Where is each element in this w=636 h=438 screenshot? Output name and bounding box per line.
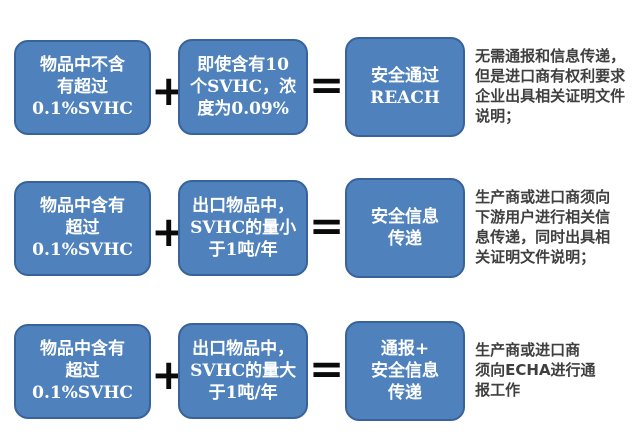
plus-operator: + bbox=[151, 350, 187, 399]
flow-row-svhc-over-1t: 物品中含有 超过 0.1%SVHC + 出口物品中， SVHC的量大 于1吨/年… bbox=[0, 320, 636, 422]
result-box: 安全信息 传递 bbox=[344, 178, 466, 278]
flow-row-svhc-under-1t: 物品中含有 超过 0.1%SVHC + 出口物品中， SVHC的量小 于1吨/年… bbox=[0, 177, 636, 279]
condition-box-2: 即使含有10 个SVHC，浓 度为0.09% bbox=[178, 39, 309, 135]
condition-box-2: 出口物品中， SVHC的量大 于1吨/年 bbox=[178, 323, 309, 419]
condition-box-2: 出口物品中， SVHC的量小 于1吨/年 bbox=[178, 180, 309, 276]
plus-operator: + bbox=[151, 207, 187, 256]
flow-row-no-svhc: 物品中不含 有超过 0.1%SVHC + 即使含有10 个SVHC，浓 度为0.… bbox=[0, 36, 636, 138]
result-box: 安全通过 REACH bbox=[344, 37, 466, 137]
result-box: 通报+ 安全信息 传递 bbox=[344, 321, 466, 421]
equals-operator: = bbox=[308, 344, 345, 393]
note-text: 无需通报和信息传递， 但是进口商有权利要求 企业出具相关证明文件 说明； bbox=[475, 47, 626, 125]
condition-box-1: 物品中含有 超过 0.1%SVHC bbox=[14, 323, 152, 419]
condition-box-1: 物品中含有 超过 0.1%SVHC bbox=[14, 180, 152, 276]
note-text: 生产商或进口商 须向ECHA进行通 报工作 bbox=[475, 341, 596, 399]
equals-operator: = bbox=[308, 201, 345, 250]
plus-operator: + bbox=[151, 66, 187, 115]
note-text: 生产商或进口商须向 下游用户进行相关信 息传递，同时出具相 关证明文件说明； bbox=[475, 188, 611, 266]
equals-operator: = bbox=[308, 60, 345, 109]
condition-box-1: 物品中不含 有超过 0.1%SVHC bbox=[14, 39, 152, 135]
